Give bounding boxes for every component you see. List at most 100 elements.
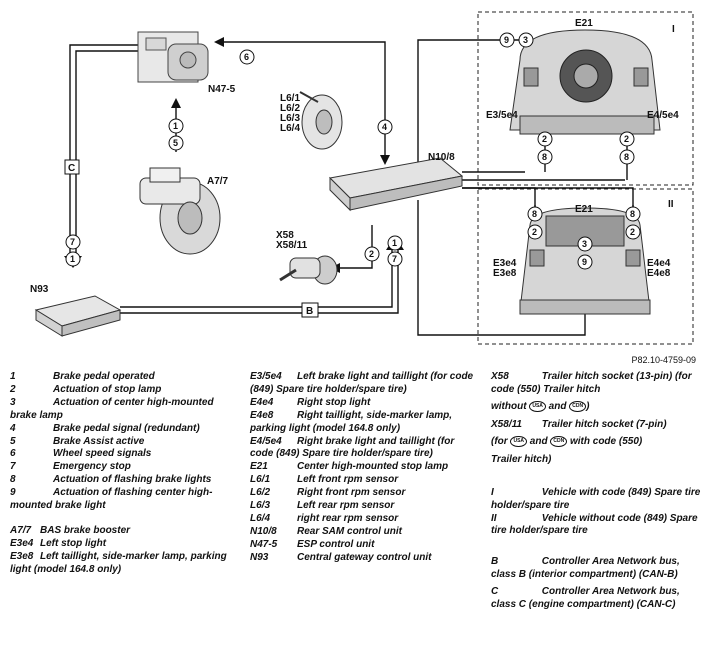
legend-text: Trailer hitch socket (7-pin) [541,418,667,430]
legend-key: 6 [10,448,16,460]
connector-c-box [64,159,80,175]
rear-view-spare-tire [509,29,661,135]
legend-key: 4 [10,422,16,434]
svg-text:8: 8 [532,209,537,219]
connector-b-label: B [306,306,313,317]
legend-key: E3/5e4 [250,371,282,382]
legend-text: Actuation of flashing center high-mounte… [10,487,213,512]
svg-text:5: 5 [173,138,178,148]
brake-booster [139,167,221,255]
connector-b-box [301,302,319,318]
svg-text:1: 1 [392,238,397,248]
panel-ii-e21-label: E21 [575,204,593,215]
legend-text: Central gateway control unit [297,551,432,563]
legend-text: Trailer hitch) [491,453,552,465]
legend-can-c: C Controller Area Network bus, class C (… [491,586,701,612]
legend-key: 9 [10,487,16,499]
signal-circle-n: 2 [619,131,635,147]
l6-3-label: L6/3 [280,113,300,124]
legend-text: Right taillight, side-marker lamp, parki… [250,409,453,434]
legend-text: Controller Area Network bus, class C (en… [491,586,680,611]
panel-ii-left-bottom: E3e8 [493,268,517,279]
legend-text: with code (550) [569,435,643,447]
legend-text: Trailer hitch socket (13-pin) (for code … [491,371,692,395]
a7-7-label: A7/7 [207,176,229,187]
esp-control-unit [137,31,209,83]
svg-text:9: 9 [504,35,509,45]
legend-text: Left rear rpm sensor [297,500,395,512]
svg-text:1: 1 [173,121,178,131]
legend-key: L6/3 [250,500,271,512]
svg-text:2: 2 [542,134,547,144]
n93-label: N93 [30,284,49,295]
x58-11-label: X58/11 [276,240,308,251]
signal-circle-p: 8 [527,206,543,222]
n10-8-label: N10/8 [428,152,455,163]
legend-vehicle-i: I Vehicle with code (849) Spare tire hol… [491,487,701,513]
svg-text:2: 2 [624,134,629,144]
l6-2-label: L6/2 [280,103,300,114]
legend-x58-codes: without USA and CDN) [491,400,701,414]
panel-i-e21-label: E21 [575,18,593,29]
legend-text: Actuation of center high-mounted brake l… [10,396,214,421]
signal-circle-i: 7 [387,251,403,267]
legend-key: B [491,556,499,568]
legend-row: L6/3 Left rear rpm sensor [250,500,475,513]
legend-text: Controller Area Network bus, class B (in… [491,556,680,581]
legend-extra: X58 Trailer hitch socket (13-pin) (for c… [491,371,701,612]
svg-text:7: 7 [392,254,397,264]
svg-text:8: 8 [542,152,547,162]
x58-label: X58 [276,230,294,241]
canada-badge-icon: CDN [569,400,587,412]
legend-text: (for [491,435,508,447]
canada-badge-icon: CDN [550,435,568,447]
legend-x58: X58 Trailer hitch socket (13-pin) (for c… [491,371,701,397]
panel-i-frame [477,11,694,186]
legend-text: without [491,400,527,412]
legend-key: L6/2 [250,487,271,499]
legend-key: E4e8 [250,409,274,421]
legend-text: Left brake light and taillight (for code… [250,371,474,395]
signal-circle-a: 1 [168,118,184,134]
signal-circle-s: 2 [625,224,641,240]
signal-circle-m: 8 [537,149,553,165]
signal-circle-l: 2 [537,131,553,147]
legend-x58-11: X58/11 Trailer hitch socket (7-pin) [491,419,701,432]
signal-circle-b: 5 [168,135,184,151]
signal-circle-t: 3 [577,236,593,252]
legend-key: L6/4 [250,512,271,524]
legend-text: Right brake light and taillight (for cod… [250,435,455,460]
legend-key: N47-5 [250,538,278,550]
legend-text: ) [586,400,590,412]
panel-ii-frame [477,188,694,345]
usa-badge-icon: USA [510,435,528,447]
legend-key: E4e4 [250,396,274,408]
legend-text: Rear SAM control unit [297,525,403,537]
legend-can-b: B Controller Area Network bus, class B (… [491,556,701,582]
legend-key: E21 [250,461,268,473]
legend-key: 7 [10,461,16,473]
legend-key: X58/11 [491,418,522,430]
svg-text:1: 1 [70,254,75,264]
panel-i-label: I [672,24,675,35]
legend-key: E3e8 [10,550,34,562]
legend-text: Vehicle without code (849) Spare tire ho… [491,512,698,537]
panel-ii-label: II [668,199,674,210]
legend-key: 3 [10,396,16,408]
legend-text: and [529,435,548,447]
rear-sam-control-unit [328,157,464,212]
figure-reference: P82.10-4759-09 [631,355,696,365]
legend-text: Actuation of stop lamp [53,383,162,395]
panel-i-left-light: E3/5e4 [486,110,518,121]
n47-5-label: N47-5 [208,84,236,95]
